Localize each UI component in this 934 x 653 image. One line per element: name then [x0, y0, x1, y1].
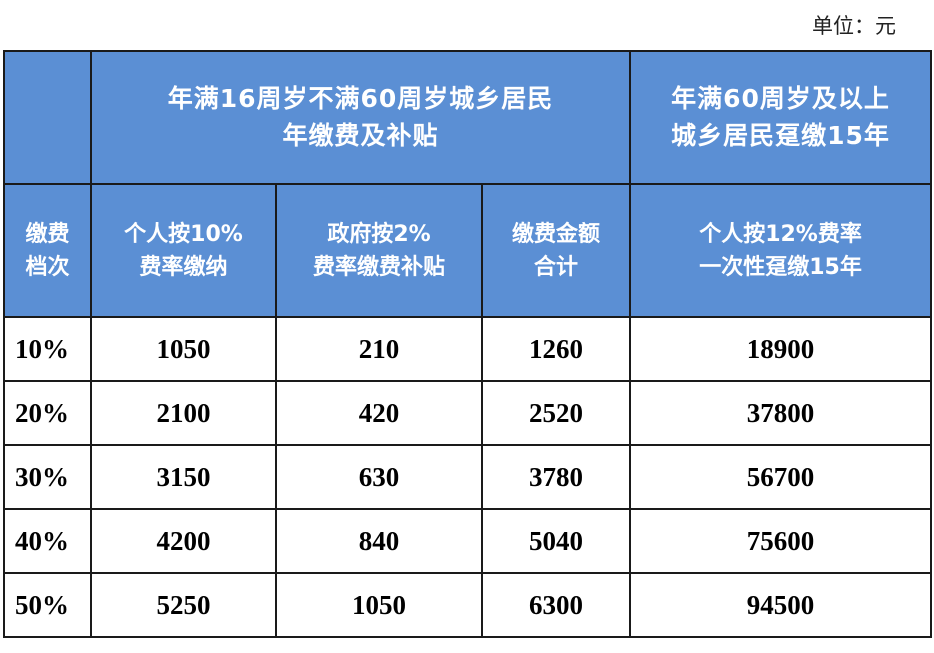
table-row: 50% 5250 1050 6300 94500 — [3, 572, 933, 638]
contribution-table: 年满16周岁不满60周岁城乡居民 年缴费及补贴 年满60周岁及以上 城乡居民趸缴… — [3, 50, 933, 638]
level-cell: 50% — [3, 572, 92, 638]
header-corner-cell — [3, 50, 92, 185]
header-subsidy: 政府按2% 费率缴费补贴 — [275, 183, 483, 318]
lump-sum-cell: 37800 — [629, 380, 933, 446]
header-row-sub: 缴费 档次 个人按10% 费率缴纳 政府按2% 费率缴费补贴 缴费金额 合计 个… — [3, 183, 933, 318]
header-total-line2: 合计 — [534, 254, 579, 280]
header-lump-line2: 一次性趸缴15年 — [699, 254, 862, 280]
level-cell: 20% — [3, 380, 92, 446]
header-level-line2: 档次 — [25, 254, 70, 280]
personal-cell: 1050 — [90, 316, 277, 382]
lump-sum-cell: 75600 — [629, 508, 933, 574]
header-level-line1: 缴费 — [25, 221, 70, 247]
header-group-annual-line1: 年满16周岁不满60周岁城乡居民 — [167, 84, 554, 114]
header-total-line1: 缴费金额 — [512, 221, 601, 247]
table-row: 20% 2100 420 2520 37800 — [3, 380, 933, 446]
total-cell: 6300 — [480, 572, 632, 638]
header-personal-line1: 个人按10% — [124, 221, 243, 247]
header-group-lump-line2: 城乡居民趸缴15年 — [671, 120, 890, 150]
header-lump-line1: 个人按12%费率 — [699, 221, 862, 247]
header-group-lump-line1: 年满60周岁及以上 — [671, 84, 890, 114]
table-row: 30% 3150 630 3780 56700 — [3, 444, 933, 510]
lump-sum-cell: 94500 — [629, 572, 933, 638]
header-subsidy-line2: 费率缴费补贴 — [312, 254, 445, 280]
personal-cell: 2100 — [90, 380, 277, 446]
total-cell: 3780 — [480, 444, 632, 510]
subsidy-cell: 630 — [275, 444, 483, 510]
unit-label: 单位：元 — [812, 14, 896, 38]
header-total: 缴费金额 合计 — [480, 183, 632, 318]
subsidy-cell: 1050 — [275, 572, 483, 638]
header-group-annual-line2: 年缴费及补贴 — [282, 120, 439, 150]
table-row: 10% 1050 210 1260 18900 — [3, 316, 933, 382]
lump-sum-cell: 18900 — [629, 316, 933, 382]
header-row-top: 年满16周岁不满60周岁城乡居民 年缴费及补贴 年满60周岁及以上 城乡居民趸缴… — [3, 50, 933, 185]
header-group-lump-sum: 年满60周岁及以上 城乡居民趸缴15年 — [629, 50, 933, 185]
total-cell: 5040 — [480, 508, 632, 574]
header-lump-sum: 个人按12%费率 一次性趸缴15年 — [629, 183, 933, 318]
header-group-annual: 年满16周岁不满60周岁城乡居民 年缴费及补贴 — [89, 50, 632, 185]
table-row: 40% 4200 840 5040 75600 — [3, 508, 933, 574]
personal-cell: 4200 — [90, 508, 277, 574]
header-subsidy-line1: 政府按2% — [327, 221, 431, 247]
personal-cell: 3150 — [90, 444, 277, 510]
level-cell: 10% — [3, 316, 92, 382]
header-personal-line2: 费率缴纳 — [139, 254, 228, 280]
lump-sum-cell: 56700 — [629, 444, 933, 510]
subsidy-cell: 840 — [275, 508, 483, 574]
level-cell: 30% — [3, 444, 92, 510]
personal-cell: 5250 — [90, 572, 277, 638]
total-cell: 2520 — [480, 380, 632, 446]
subsidy-cell: 420 — [275, 380, 483, 446]
header-level: 缴费 档次 — [3, 183, 92, 318]
header-personal: 个人按10% 费率缴纳 — [90, 183, 277, 318]
level-cell: 40% — [3, 508, 92, 574]
total-cell: 1260 — [480, 316, 632, 382]
subsidy-cell: 210 — [275, 316, 483, 382]
